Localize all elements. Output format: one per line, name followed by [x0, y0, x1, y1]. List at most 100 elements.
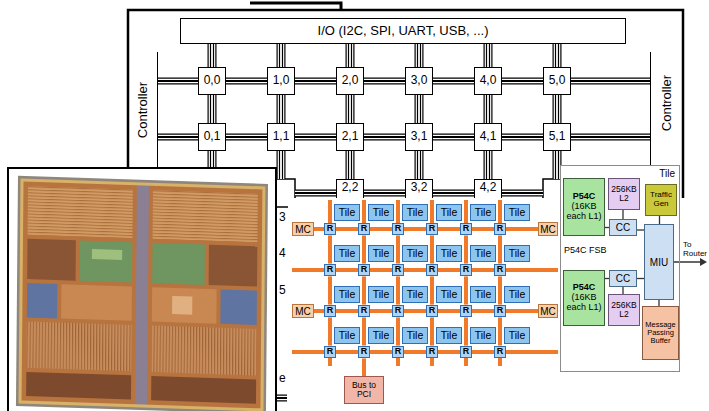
connector-group [158, 81, 198, 82]
node-label: R [463, 224, 470, 234]
tile-box: Tile [402, 327, 428, 344]
node-label: Traffic Gen [646, 191, 676, 209]
link-stripe [571, 79, 650, 84]
connector-group [500, 317, 501, 345]
link-bus [346, 44, 355, 67]
node-label: 5,1 [549, 130, 566, 143]
cache-box: 256KB L2 [608, 294, 640, 326]
mesh-link [464, 276, 468, 304]
tile-box: Tile [402, 286, 428, 303]
link-bus [346, 95, 355, 123]
link-stripe [226, 135, 267, 140]
connector-group [364, 317, 365, 345]
link-stripe [485, 44, 492, 67]
die-block [172, 296, 192, 315]
node-label: Tile [475, 289, 492, 301]
mesh-link [370, 350, 392, 354]
label-text: To Router [683, 240, 708, 258]
tile-box: Tile [436, 245, 462, 262]
node-label: Tile [475, 248, 492, 260]
link-stripe [433, 192, 474, 194]
die-block [61, 284, 132, 321]
mesh-link [370, 309, 392, 313]
link-stripe [295, 80, 336, 82]
link-stripe [416, 44, 423, 67]
connector-group [506, 310, 538, 311]
die-channel [135, 184, 149, 406]
mesh-link [362, 317, 366, 345]
mesh-link [314, 227, 324, 231]
connector-group [432, 235, 433, 263]
mesh-link [328, 235, 332, 263]
tile-detail-ground [560, 165, 680, 372]
link-stripe [349, 44, 351, 67]
tile-box: Tile [436, 286, 462, 303]
link-stripe [347, 151, 354, 179]
link-bus [553, 95, 562, 123]
mesh-link [328, 317, 332, 345]
node-label: R [429, 265, 436, 275]
node-label: 256KB L2 [609, 301, 639, 320]
label-text: e [279, 372, 286, 385]
link-stripe [364, 192, 405, 194]
mesh-link [498, 235, 502, 263]
link-stripe [280, 44, 282, 67]
connector-group [281, 95, 282, 123]
connector-group [295, 137, 336, 138]
internal-link [659, 216, 660, 224]
mesh-link [336, 309, 358, 313]
core-tile: 2,0 [336, 67, 364, 95]
connector-group [433, 137, 474, 138]
link-stripe [416, 95, 423, 123]
node-label: R [497, 306, 504, 316]
node-label: Tile [509, 248, 526, 260]
node-label: Tile [509, 330, 526, 342]
core-tile: 3,0 [405, 67, 433, 95]
tile-box: Tile [470, 286, 496, 303]
internal-link [637, 229, 644, 230]
link-stripe [486, 151, 490, 179]
node-label: Tile [373, 330, 390, 342]
node-label: R [429, 347, 436, 357]
connector-group [314, 228, 324, 229]
connector-group [623, 287, 624, 294]
connector-group [364, 137, 405, 138]
node-label: Tile [407, 248, 424, 260]
link-stripe [556, 44, 558, 67]
connector-group [370, 228, 392, 229]
router-box: R [358, 264, 370, 277]
connector-group [433, 193, 474, 194]
node-label: Tile [441, 248, 458, 260]
link-bus [484, 95, 493, 123]
die-block [28, 186, 133, 238]
link-bus [433, 190, 474, 197]
connector-group [466, 276, 467, 304]
link-stripe [348, 95, 352, 123]
node-label: 3,0 [411, 74, 428, 87]
connector-group [502, 81, 543, 82]
link-stripe [486, 44, 490, 67]
connector-group [336, 310, 358, 311]
tile-box: Tile [504, 204, 530, 221]
node-label: 2,1 [342, 130, 359, 143]
link-stripe [433, 80, 474, 82]
connector-group [659, 216, 660, 224]
io-bus-box: I/O (I2C, SPI, UART, USB, ...) [180, 18, 626, 44]
connector-group [350, 151, 351, 179]
mesh-link [438, 309, 460, 313]
link-stripe [487, 95, 489, 123]
link-bus [277, 44, 286, 67]
link-stripe [210, 44, 214, 67]
node-label: Tile [475, 207, 492, 219]
connector-group [502, 137, 543, 138]
link-stripe [502, 79, 543, 84]
connector-group [226, 137, 267, 138]
core-tile: 1,1 [267, 123, 295, 151]
link-bus [571, 134, 650, 141]
link-bus [553, 44, 562, 67]
mesh-link [396, 317, 400, 345]
cache-box: 256KB L2 [608, 178, 640, 210]
connector-group [419, 151, 420, 179]
node-label: R [497, 347, 504, 357]
mesh-link [472, 227, 494, 231]
